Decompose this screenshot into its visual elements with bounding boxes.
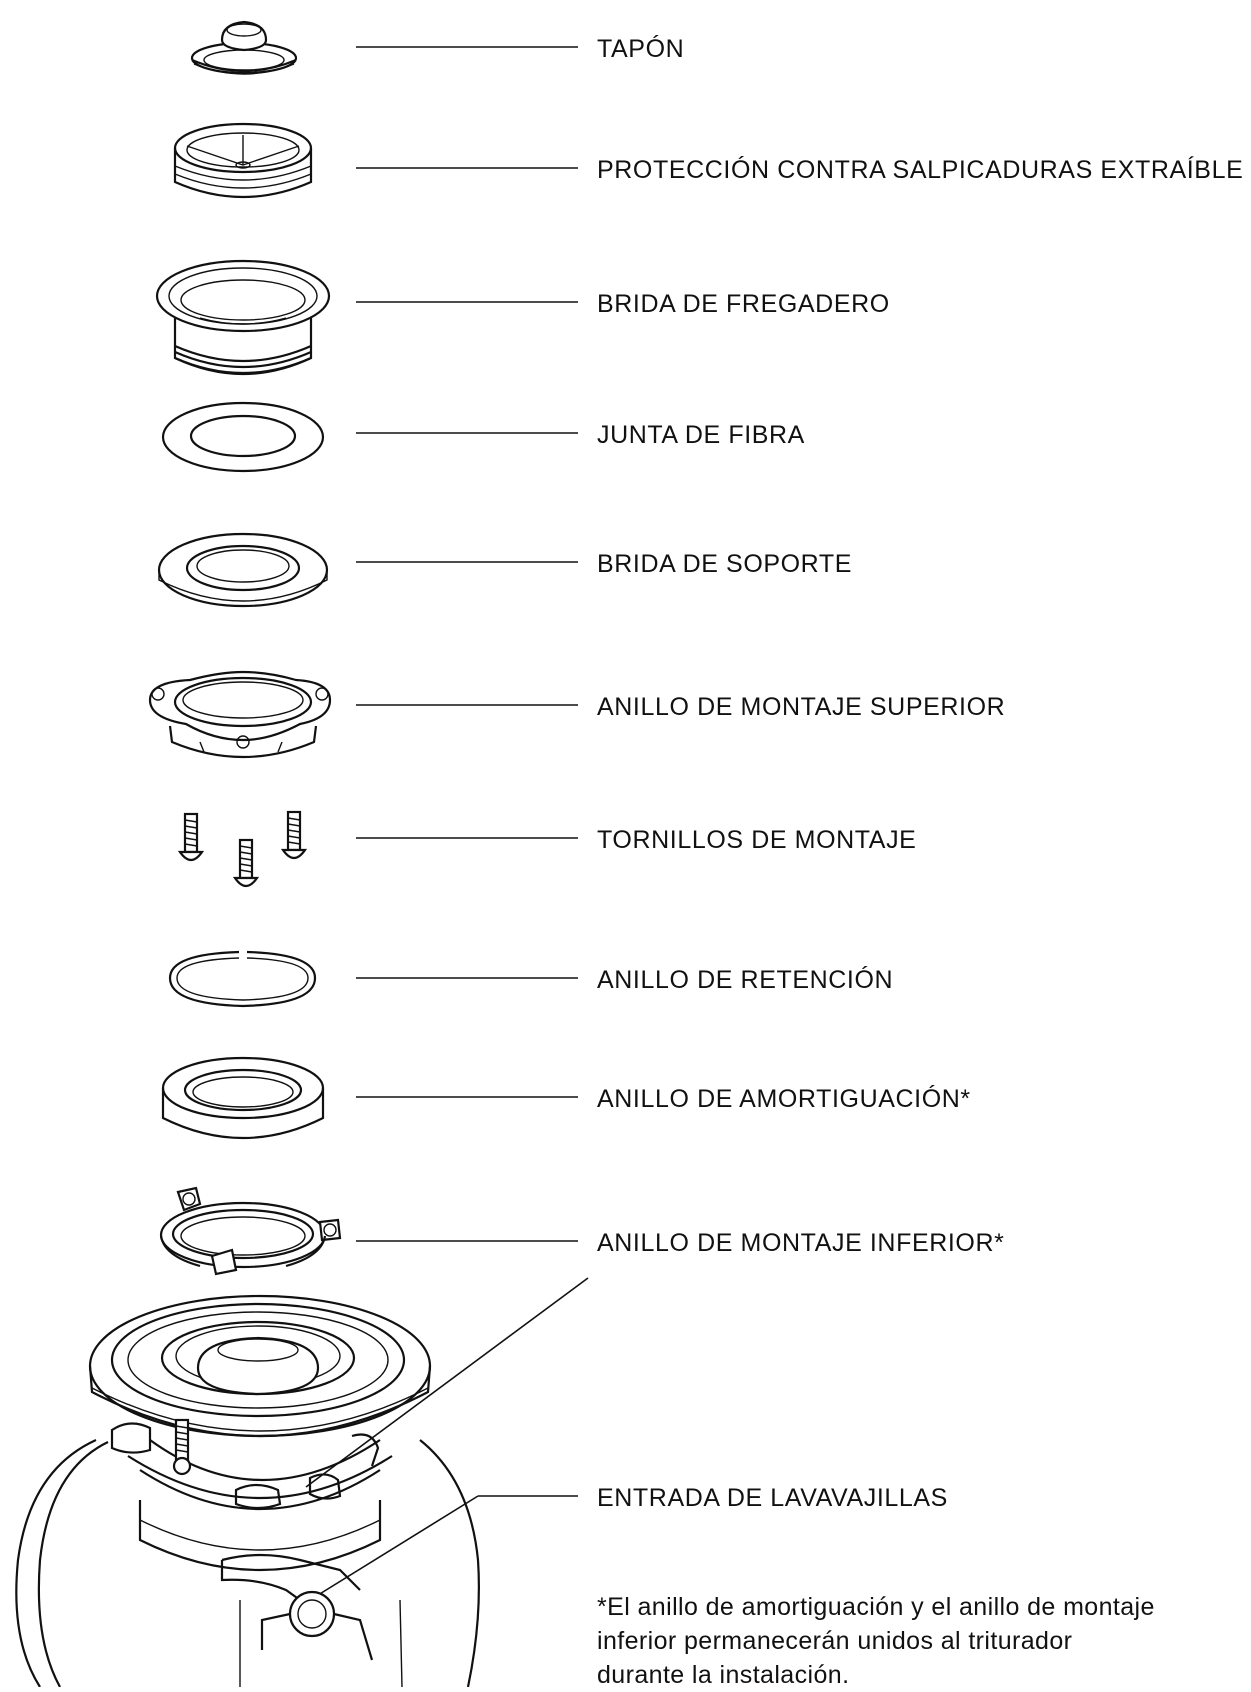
lower-mount-ring-drawing — [159, 1186, 342, 1276]
label-proteccion: PROTECCIÓN CONTRA SALPICADURAS EXTRAÍBLE — [597, 156, 1244, 184]
stopper-drawing — [190, 20, 298, 75]
splash-guard-drawing — [173, 122, 313, 199]
snap-ring-drawing — [168, 950, 317, 1008]
label-tornillos: TORNILLOS DE MONTAJE — [597, 826, 917, 854]
label-anillo-amortiguacion: ANILLO DE AMORTIGUACIÓN* — [597, 1085, 971, 1113]
disposer-assembly-drawing — [15, 1294, 480, 1687]
label-entrada-lavavajillas: ENTRADA DE LAVAVAJILLAS — [597, 1484, 948, 1512]
label-tapon: TAPÓN — [597, 35, 685, 63]
label-anillo-retencion: ANILLO DE RETENCIÓN — [597, 966, 894, 994]
label-brida-fregadero: BRIDA DE FREGADERO — [597, 290, 890, 318]
label-brida-soporte: BRIDA DE SOPORTE — [597, 550, 853, 578]
upper-mount-ring-drawing — [148, 670, 332, 759]
fiber-gasket-drawing — [161, 401, 325, 473]
label-anillo-montaje-superior: ANILLO DE MONTAJE SUPERIOR — [597, 693, 1006, 721]
label-anillo-montaje-inferior: ANILLO DE MONTAJE INFERIOR* — [597, 1229, 1005, 1257]
cushion-mount-drawing — [161, 1056, 325, 1140]
footnote-line-1: *El anillo de amortiguación y el anillo … — [597, 1593, 1155, 1621]
backup-flange-drawing — [157, 532, 329, 608]
sink-flange-drawing — [155, 259, 331, 376]
footnote: *El anillo de amortiguación y el anillo … — [597, 1590, 1155, 1692]
label-junta-fibra: JUNTA DE FIBRA — [597, 421, 805, 449]
footnote-line-2: inferior permanecerán unidos al triturad… — [597, 1627, 1073, 1655]
footnote-line-3: durante la instalación. — [597, 1661, 850, 1689]
leader-lines — [305, 46, 589, 1601]
mounting-screws-drawing — [177, 810, 308, 888]
